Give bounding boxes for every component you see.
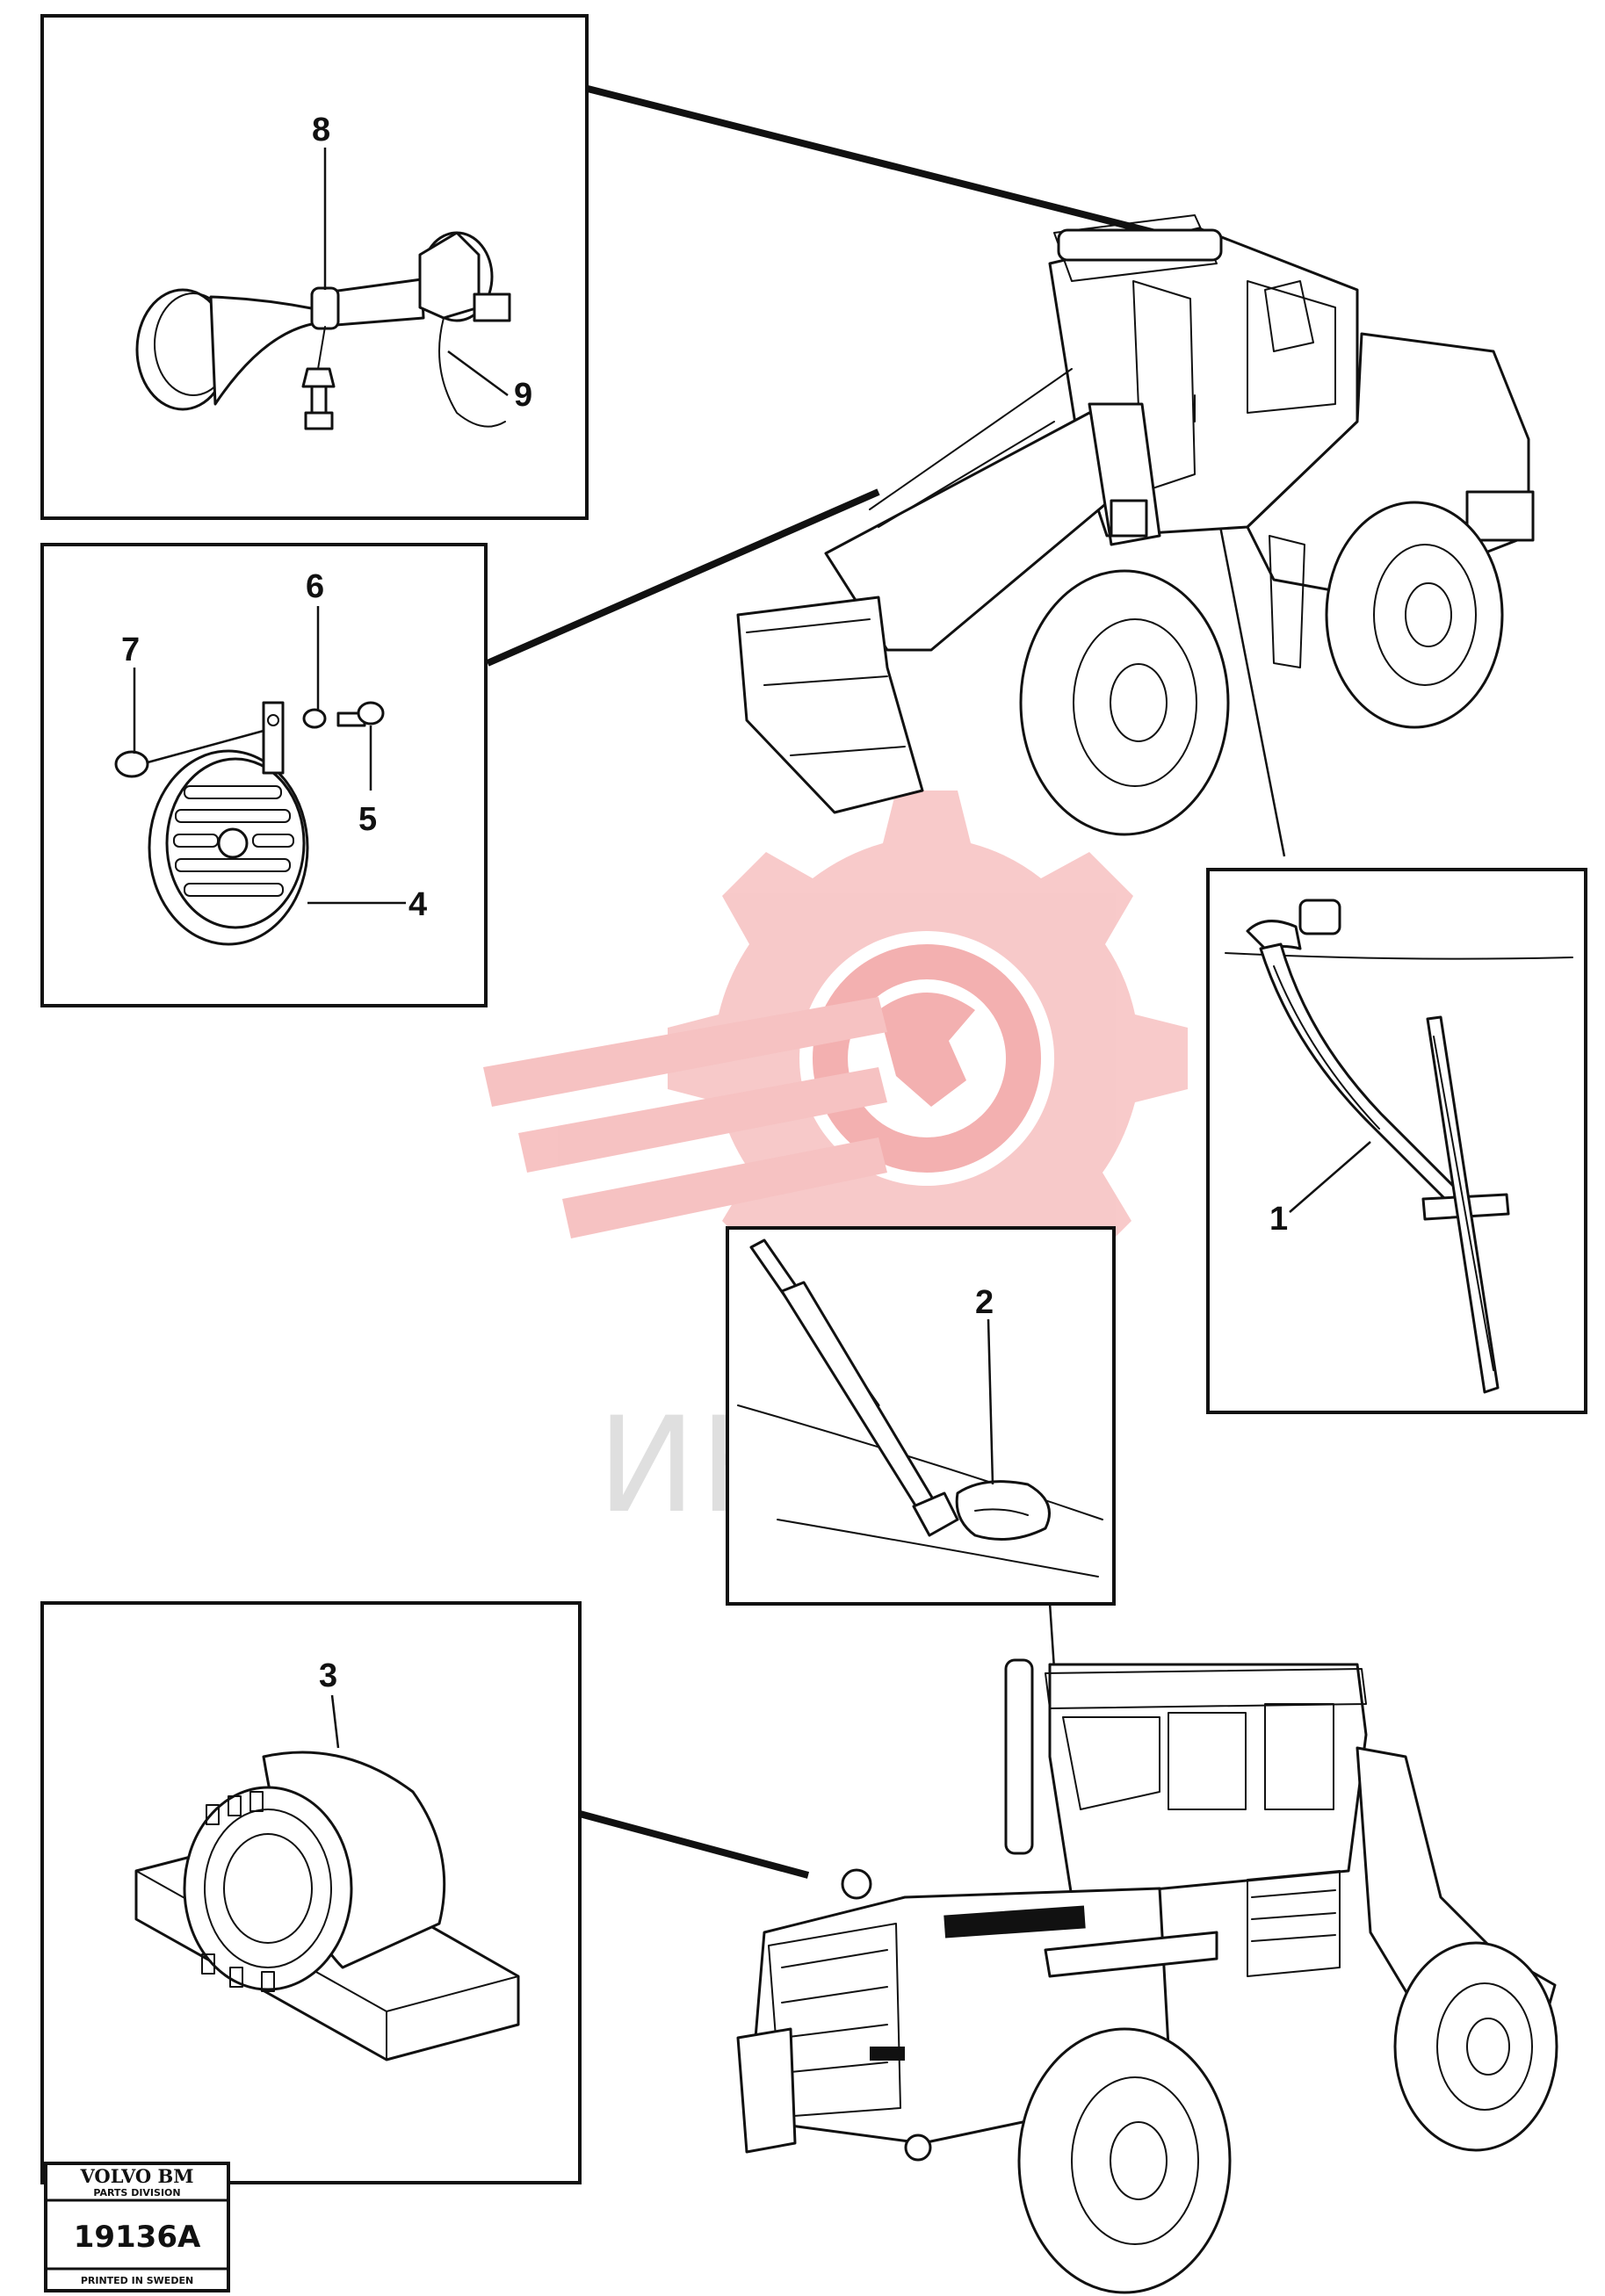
callout-8: 8 <box>312 112 330 148</box>
detail-box-wiper-arm: 1 <box>1206 868 1587 1414</box>
wheel-loader-rear-view <box>736 1658 1558 2294</box>
callout-3: 3 <box>319 1657 337 1694</box>
detail-box-buzzer: 3 <box>40 1601 582 2184</box>
stamp-number: 19136A <box>74 2220 201 2255</box>
speed-stripes <box>483 997 887 1238</box>
callout-9: 9 <box>514 377 532 414</box>
callout-5: 5 <box>358 801 377 838</box>
stamp-brand: VOLVO BM <box>79 2165 193 2187</box>
callout-7: 7 <box>121 632 140 668</box>
detail-box-wiper-motor: 2 <box>726 1226 1116 1606</box>
wheel-icon <box>1325 501 1504 729</box>
detail-box-air-horn: 8 9 <box>40 14 589 520</box>
wheel-loader-front-view <box>736 214 1535 836</box>
callout-4: 4 <box>408 886 427 923</box>
wheel-icon <box>1019 569 1230 836</box>
callout-2: 2 <box>975 1284 994 1321</box>
wheel-icon <box>1017 2027 1232 2294</box>
stamp-division: PARTS DIVISION <box>93 2187 180 2199</box>
wheel-icon <box>1393 1941 1558 2152</box>
volvo-bm-stamp: VOLVO BM PARTS DIVISION 19136A PRINTED I… <box>44 2162 230 2292</box>
stamp-printed: PRINTED IN SWEDEN <box>81 2275 193 2286</box>
callout-1: 1 <box>1269 1201 1288 1238</box>
callout-6: 6 <box>306 568 324 605</box>
detail-box-electric-horn: 7 6 5 4 <box>40 543 488 1007</box>
